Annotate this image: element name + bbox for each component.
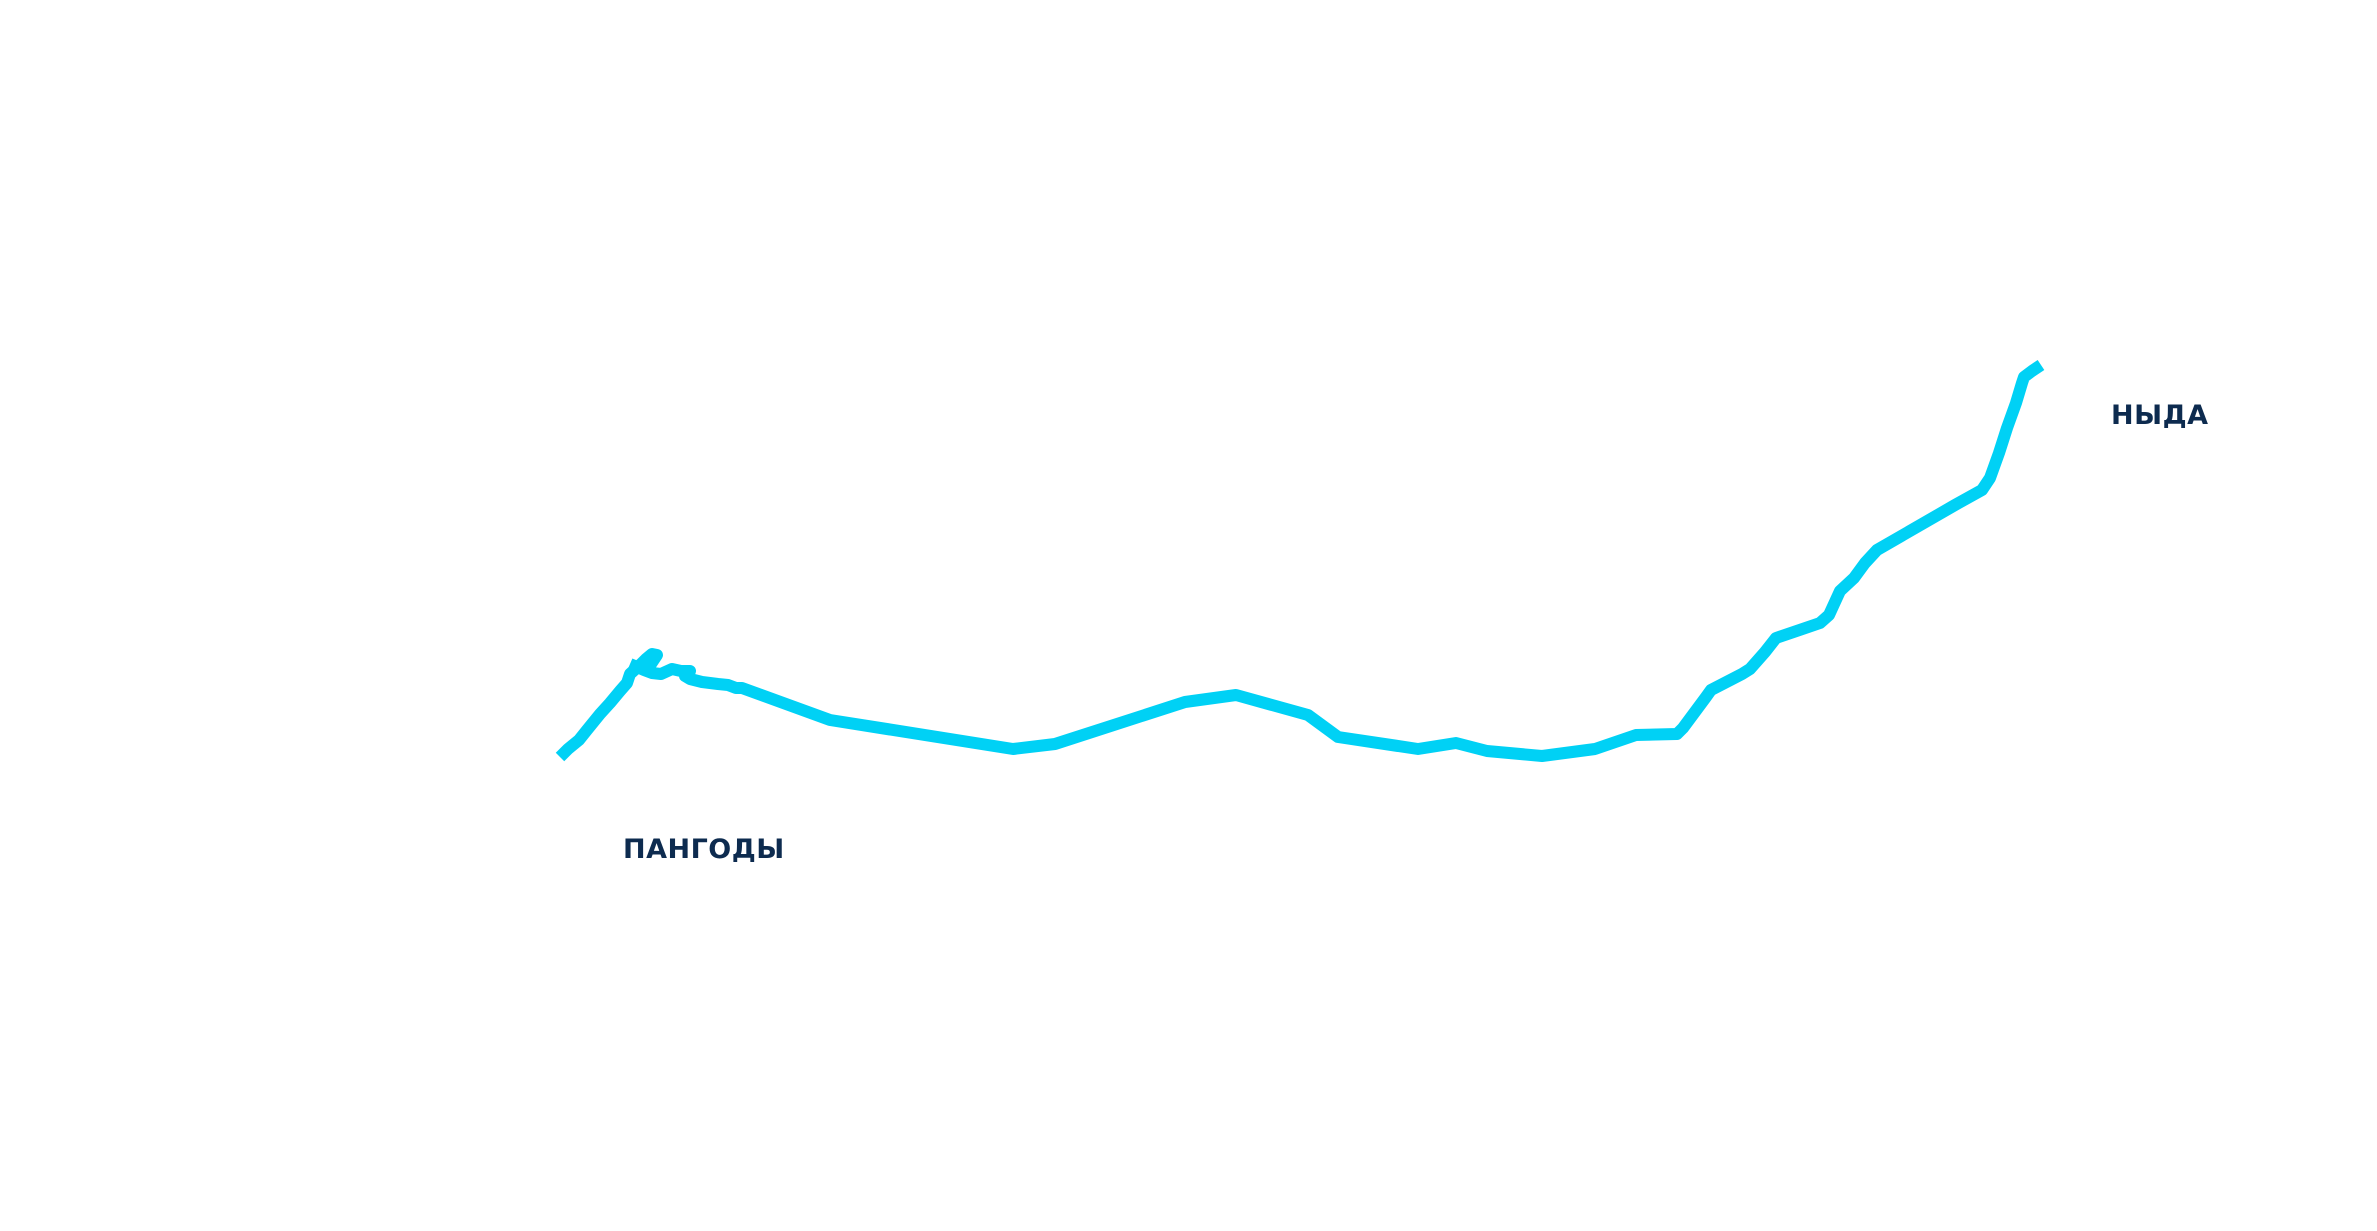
railway-route-line <box>555 648 663 762</box>
railway-route-line <box>627 360 2045 762</box>
city-label-nyda: НЫДА <box>2111 400 2209 431</box>
city-label-pangody: ПАНГОДЫ <box>623 834 785 865</box>
